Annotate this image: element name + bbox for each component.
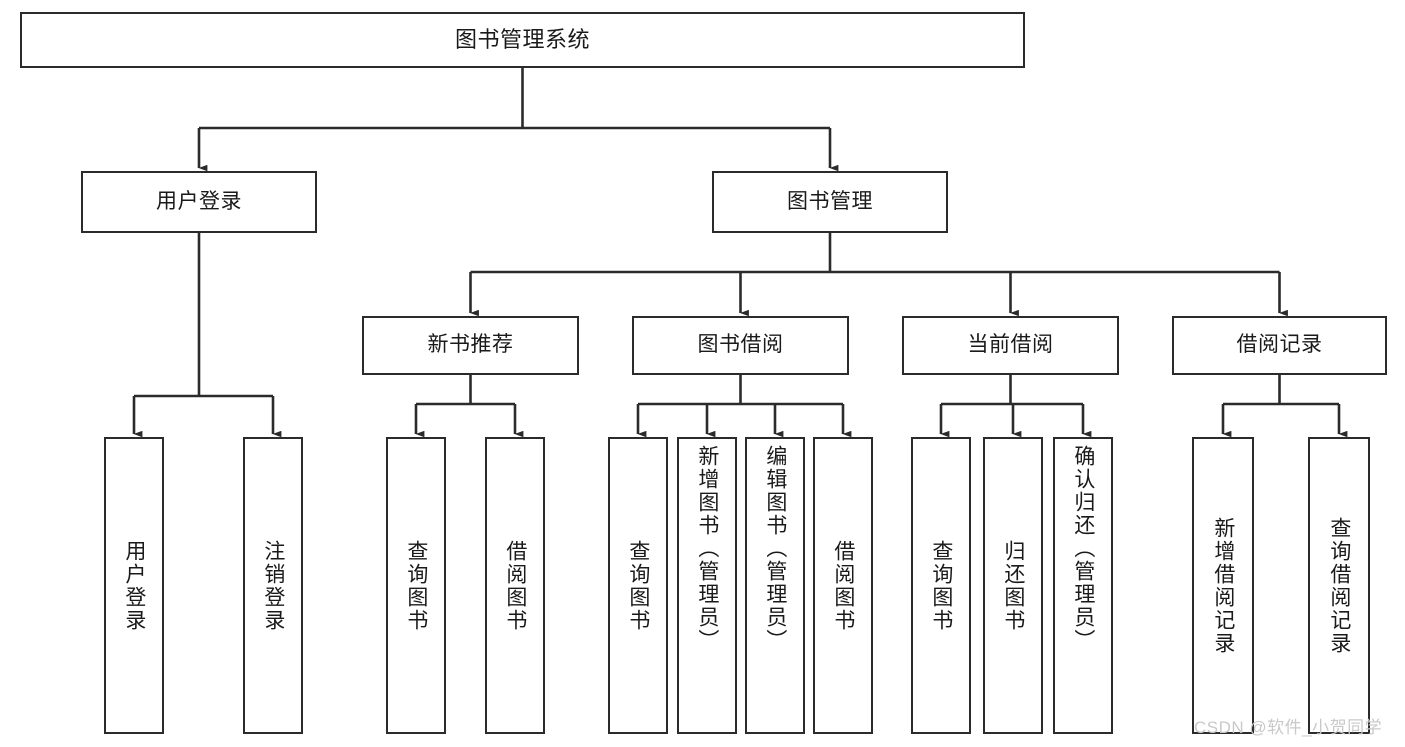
node-leaf-query-book-2[interactable]: 查询图书 bbox=[608, 437, 668, 734]
node-label: 归还图书 bbox=[1001, 539, 1025, 632]
node-label: 查询图书 bbox=[929, 539, 953, 632]
csdn-watermark: CSDN @软件_小贺同学 bbox=[1194, 718, 1383, 737]
node-leaf-query-book-3[interactable]: 查询图书 bbox=[911, 437, 971, 734]
node-label: 当前借阅 bbox=[967, 333, 1054, 357]
node-leaf-borrow-book-2[interactable]: 借阅图书 bbox=[813, 437, 873, 734]
node-leaf-edit-book[interactable]: 编辑图书（管理员） bbox=[745, 437, 805, 734]
node-leaf-add-record[interactable]: 新增借阅记录 bbox=[1192, 437, 1254, 734]
node-label: 图书管理系统 bbox=[454, 27, 590, 53]
node-leaf-borrow-book-1[interactable]: 借阅图书 bbox=[485, 437, 545, 734]
node-label: 编辑图书（管理员） bbox=[763, 445, 787, 652]
node-current-borrow[interactable]: 当前借阅 bbox=[902, 316, 1119, 375]
node-leaf-logout[interactable]: 注销登录 bbox=[243, 437, 303, 734]
node-label: 新书推荐 bbox=[427, 333, 514, 357]
node-label: 借阅图书 bbox=[831, 539, 855, 632]
node-label: 图书借阅 bbox=[697, 333, 784, 357]
node-leaf-query-book-1[interactable]: 查询图书 bbox=[386, 437, 446, 734]
node-label: 新增借阅记录 bbox=[1211, 516, 1235, 655]
node-label: 注销登录 bbox=[261, 539, 285, 632]
node-leaf-confirm-return[interactable]: 确认归还（管理员） bbox=[1053, 437, 1113, 734]
node-label: 查询借阅记录 bbox=[1327, 516, 1351, 655]
node-root[interactable]: 图书管理系统 bbox=[20, 12, 1025, 68]
node-book-manage[interactable]: 图书管理 bbox=[712, 171, 948, 233]
node-label: 用户登录 bbox=[156, 189, 242, 213]
node-label: 查询图书 bbox=[404, 539, 428, 632]
node-label: 新增图书（管理员） bbox=[695, 445, 719, 652]
node-book-borrow[interactable]: 图书借阅 bbox=[632, 316, 849, 375]
node-label: 用户登录 bbox=[122, 539, 146, 632]
node-leaf-user-login[interactable]: 用户登录 bbox=[104, 437, 164, 734]
node-label: 查询图书 bbox=[626, 539, 650, 632]
node-borrow-record[interactable]: 借阅记录 bbox=[1172, 316, 1387, 375]
node-new-book-rec[interactable]: 新书推荐 bbox=[362, 316, 579, 375]
node-leaf-return-book[interactable]: 归还图书 bbox=[983, 437, 1043, 734]
node-label: 确认归还（管理员） bbox=[1071, 445, 1095, 652]
node-leaf-add-book[interactable]: 新增图书（管理员） bbox=[677, 437, 737, 734]
node-label: 借阅图书 bbox=[503, 539, 527, 632]
node-user-login[interactable]: 用户登录 bbox=[81, 171, 317, 233]
node-leaf-query-record[interactable]: 查询借阅记录 bbox=[1308, 437, 1370, 734]
node-label: 图书管理 bbox=[787, 189, 873, 213]
node-label: 借阅记录 bbox=[1236, 333, 1323, 357]
